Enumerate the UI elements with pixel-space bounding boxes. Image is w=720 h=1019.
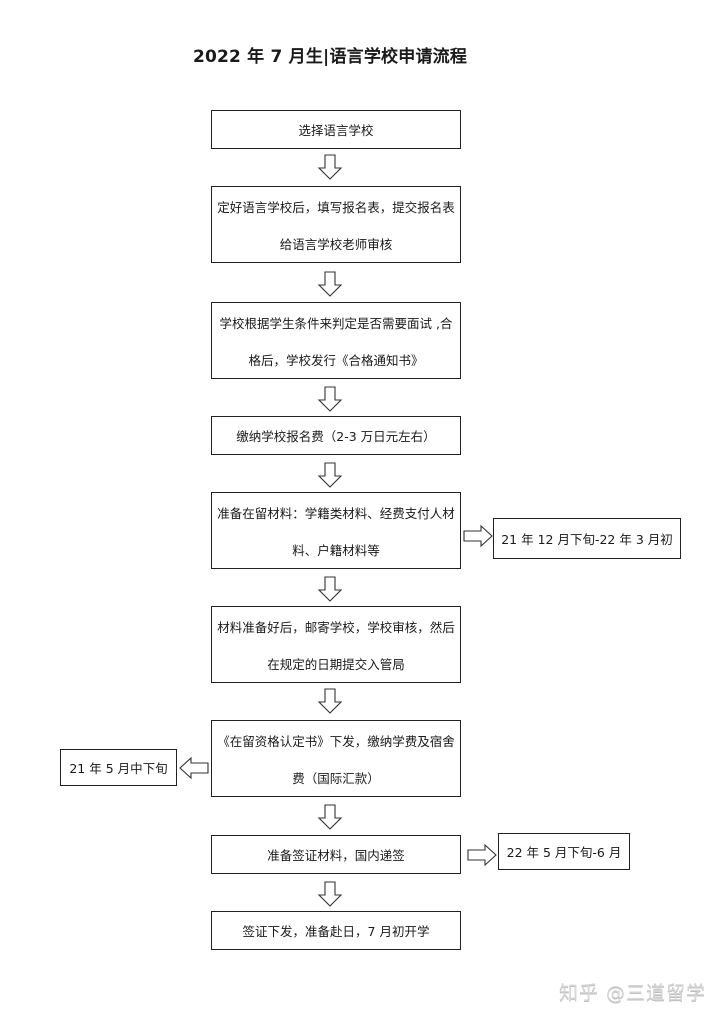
step-text: 材料准备好后，邮寄学校，学校审核，然后	[217, 619, 455, 635]
step-text: 准备签证材料，国内递签	[267, 848, 405, 863]
left-arrow-icon	[179, 757, 209, 779]
step-text: 《在留资格认定书》下发，缴纳学费及宿舍	[217, 733, 455, 749]
down-arrow-icon	[317, 271, 343, 297]
flow-step-coe-issued: 《在留资格认定书》下发，缴纳学费及宿舍 费（国际汇款）	[211, 720, 461, 797]
step-text: 料、户籍材料等	[292, 542, 380, 558]
side-note-text: 22 年 5 月下旬-6 月	[506, 845, 622, 860]
down-arrow-icon	[317, 576, 343, 602]
step-text: 在规定的日期提交入管局	[267, 656, 405, 672]
side-note-coe-timing: 21 年 5 月中下旬	[60, 749, 177, 786]
step-text: 学校根据学生条件来判定是否需要面试 ,合	[219, 315, 453, 331]
step-text: 定好语言学校后，填写报名表，提交报名表	[217, 199, 455, 215]
right-arrow-icon	[467, 844, 497, 866]
step-text: 给语言学校老师审核	[279, 236, 393, 252]
flow-step-visa-issued-depart: 签证下发，准备赴日，7 月初开学	[211, 911, 461, 950]
down-arrow-icon	[317, 386, 343, 412]
flow-step-residence-materials: 准备在留材料：学籍类材料、经费支付人材 料、户籍材料等	[211, 492, 461, 569]
side-note-residence-timing: 21 年 12 月下旬-22 年 3 月初	[493, 518, 681, 559]
side-note-text: 21 年 12 月下旬-22 年 3 月初	[501, 532, 673, 547]
page-title: 2022 年 7 月生|语言学校申请流程	[192, 47, 468, 67]
flow-step-visa-application: 准备签证材料，国内递签	[211, 835, 461, 874]
flow-step-application-fee: 缴纳学校报名费（2-3 万日元左右）	[211, 416, 461, 455]
step-text: 缴纳学校报名费（2-3 万日元左右）	[236, 429, 436, 444]
flow-step-submit-immigration: 材料准备好后，邮寄学校，学校审核，然后 在规定的日期提交入管局	[211, 606, 461, 683]
flow-step-select-school: 选择语言学校	[211, 110, 461, 149]
down-arrow-icon	[317, 881, 343, 907]
step-text: 格后，学校发行《合格通知书》	[248, 352, 424, 368]
step-text: 准备在留材料：学籍类材料、经费支付人材	[217, 505, 455, 521]
right-arrow-icon	[463, 525, 493, 547]
watermark: 知乎 @三道留学	[558, 982, 706, 1004]
step-text: 费（国际汇款）	[292, 770, 380, 786]
side-note-text: 21 年 5 月中下旬	[69, 761, 168, 776]
flow-step-application-form: 定好语言学校后，填写报名表，提交报名表 给语言学校老师审核	[211, 186, 461, 263]
side-note-visa-timing: 22 年 5 月下旬-6 月	[498, 833, 630, 870]
down-arrow-icon	[317, 462, 343, 488]
step-text: 签证下发，准备赴日，7 月初开学	[242, 924, 430, 939]
flow-step-interview-acceptance: 学校根据学生条件来判定是否需要面试 ,合 格后，学校发行《合格通知书》	[211, 302, 461, 379]
step-text: 选择语言学校	[298, 123, 374, 138]
down-arrow-icon	[317, 688, 343, 714]
down-arrow-icon	[317, 804, 343, 830]
down-arrow-icon	[317, 154, 343, 180]
